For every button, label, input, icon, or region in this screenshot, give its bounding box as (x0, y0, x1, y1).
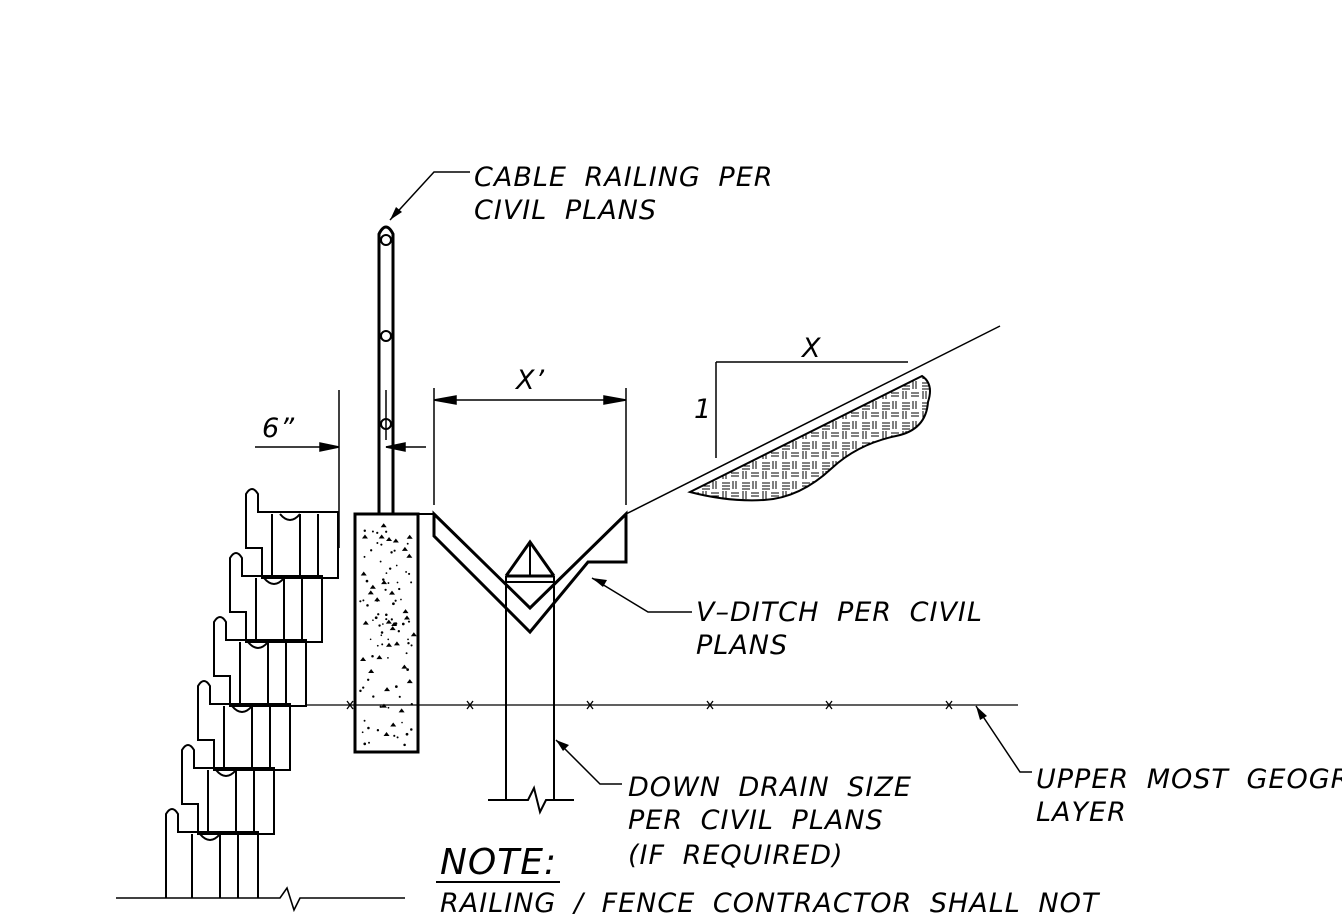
cable-railing-post (377, 225, 395, 514)
wall-block-1 (245, 488, 339, 579)
v-ditch-leader (591, 577, 692, 613)
v-ditch (432, 510, 628, 635)
geogrid-label-line-2: LAYER (1036, 797, 1127, 828)
slope-ratio-symbol (715, 361, 908, 458)
six-inch-dimension-label: 6” (262, 413, 295, 444)
geogrid-markers (346, 700, 953, 710)
geogrid-marker (706, 700, 714, 710)
wall-block-4 (197, 680, 291, 771)
geogrid-marker (825, 700, 833, 710)
six-inch-dimension (255, 390, 426, 548)
base-grade-line (116, 886, 405, 913)
note-text: RAILING / FENCE CONTRACTOR SHALL NOT (440, 888, 1101, 914)
stone-hatch-area (687, 374, 931, 502)
slope-one-label: 1 (694, 394, 712, 425)
down-drain (488, 539, 574, 815)
leader-lines (389, 171, 1032, 785)
cable-railing-label-line-1: CABLE RAILING PER (474, 162, 774, 193)
down-drain-label-line-3: (IF REQUIRED) (628, 840, 844, 871)
geogrid-marker (346, 700, 354, 710)
geogrid-marker (466, 700, 474, 710)
geogrid-marker (586, 700, 594, 710)
v-ditch-label-line-1: V–DITCH PER CIVIL (696, 597, 983, 628)
cable-railing-label-line-2: CIVIL PLANS (474, 195, 657, 226)
down-drain-label-line-2: PER CIVIL PLANS (628, 805, 884, 836)
concrete-stipple (359, 523, 417, 747)
slope-x-label: X (800, 333, 822, 364)
down-drain-leader (555, 739, 622, 785)
wall-block-2 (229, 552, 323, 643)
wall-block-6 (165, 808, 259, 898)
retaining-wall-blocks (165, 488, 339, 898)
geogrid-leader (975, 705, 1032, 773)
cable-1 (380, 234, 392, 246)
geogrid-label-line-1: UPPER MOST GEOGRID (1036, 764, 1342, 795)
x-prime-dimension-label: X’ (514, 365, 545, 396)
cable-2 (380, 330, 392, 342)
v-ditch-label-line-2: PLANS (696, 630, 788, 661)
wall-block-3 (213, 616, 307, 707)
wall-block-5 (181, 744, 275, 835)
slope-line (625, 325, 1001, 515)
down-drain-label-line-1: DOWN DRAIN SIZE (628, 772, 912, 803)
concrete-footing (353, 512, 420, 754)
cable-railing-leader (389, 171, 470, 221)
geogrid-marker (945, 700, 953, 710)
x-prime-dimension (433, 388, 627, 505)
note-heading: NOTE: (440, 842, 557, 883)
